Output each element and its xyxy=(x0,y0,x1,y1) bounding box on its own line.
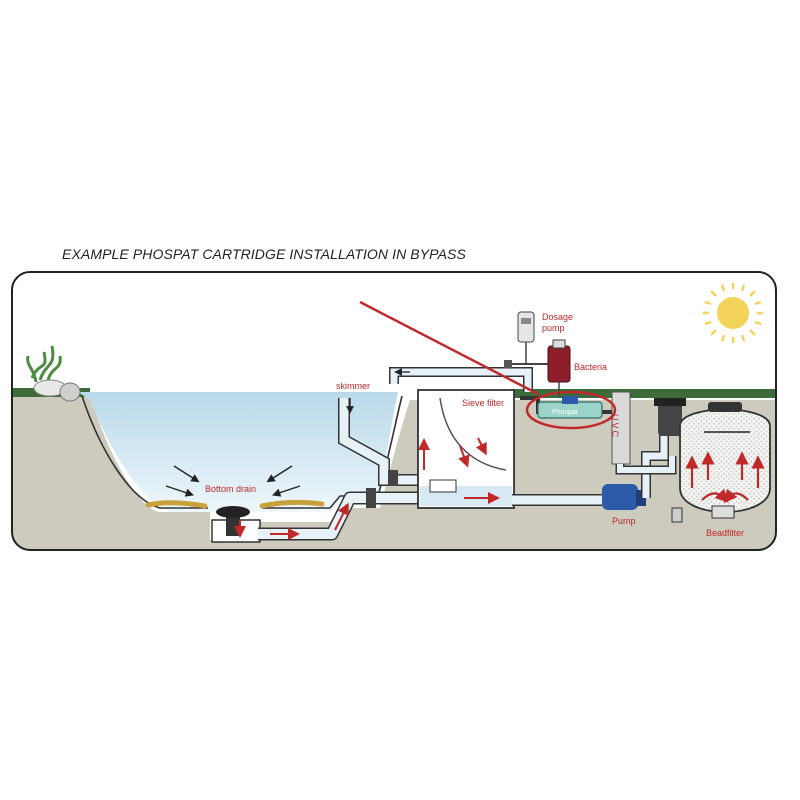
dosage-pump-icon xyxy=(504,311,560,368)
sludge-right xyxy=(259,499,325,509)
diagram-title: EXAMPLE PHOSPAT CARTRIDGE INSTALLATION I… xyxy=(62,246,466,262)
multiport-valve xyxy=(654,398,686,436)
bottom-drain-label: Bottom drain xyxy=(205,484,256,494)
grass-right xyxy=(510,389,776,398)
pump-label: Pump xyxy=(612,516,636,526)
cartridge-highlight xyxy=(525,390,617,430)
pond-water xyxy=(78,392,398,512)
drain-pipe-arrows xyxy=(234,502,349,540)
pointer-line xyxy=(359,300,539,396)
bacteria-bottle-icon xyxy=(547,339,571,398)
sun-icon xyxy=(703,283,763,343)
bacteria-label: Bacteria xyxy=(574,362,607,372)
dosage-pump-label-1: Dosage xyxy=(542,312,573,322)
drain-valve xyxy=(366,488,376,508)
sieve-arrows xyxy=(418,437,500,504)
beadfilter-arrows xyxy=(685,451,765,504)
rocks-plants xyxy=(26,345,81,402)
skimmer-label: skimmer xyxy=(336,381,370,391)
sieve-filter-label: Sieve filter xyxy=(462,398,504,408)
drain-inflow-arrows xyxy=(165,465,301,497)
phospat-cartridge: Phospat xyxy=(520,396,612,419)
sieve-filter xyxy=(417,389,515,509)
cartridge-label: Phospat xyxy=(552,409,578,416)
beadfilter-label: Beadfilter xyxy=(706,528,744,538)
beadfilter-vessel xyxy=(671,402,771,523)
dosage-pump-label-2: pump xyxy=(542,323,565,333)
sludge-left xyxy=(145,500,208,509)
skimmer xyxy=(338,398,418,486)
diagram-frame xyxy=(11,271,777,551)
uvc-label: UVC xyxy=(610,414,620,439)
